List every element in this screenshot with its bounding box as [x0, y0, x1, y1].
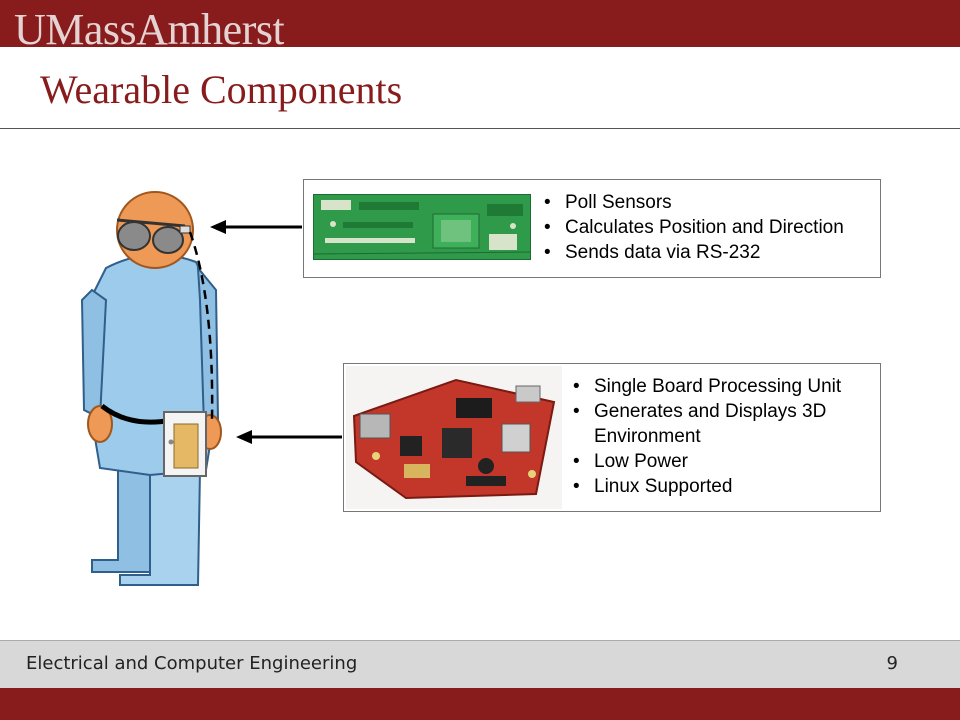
- sensor-board-panel: Poll Sensors Calculates Position and Dir…: [303, 179, 881, 278]
- footer-band: Electrical and Computer Engineering 9: [0, 640, 960, 688]
- umass-amherst-logo: UMassAmherst: [14, 5, 285, 48]
- belt-device-icon: [163, 411, 207, 477]
- header-band: UMassAmherst: [0, 0, 960, 48]
- arrow-to-glasses-icon: [210, 220, 302, 234]
- bottom-band: [0, 688, 960, 720]
- bullet-item: Generates and Displays 3D Environment: [569, 399, 879, 449]
- bullet-item: Sends data via RS-232: [540, 240, 880, 265]
- glasses-icon: [116, 218, 191, 254]
- arrow-to-belt-device-icon: [236, 430, 342, 444]
- wearable-illustration: [80, 191, 342, 586]
- processing-board-bullets: Single Board Processing Unit Generates a…: [569, 374, 879, 499]
- bullet-item: Linux Supported: [569, 474, 879, 499]
- bullet-item: Single Board Processing Unit: [569, 374, 879, 399]
- processing-board-panel: Single Board Processing Unit Generates a…: [343, 363, 881, 512]
- person-icon: [80, 191, 222, 586]
- sensor-board-bullets: Poll Sensors Calculates Position and Dir…: [540, 190, 880, 265]
- bullet-item: Calculates Position and Direction: [540, 215, 880, 240]
- green-pcb-image: [313, 194, 531, 260]
- title-divider: [0, 128, 960, 129]
- page-number: 9: [886, 653, 898, 674]
- footer-department: Electrical and Computer Engineering: [26, 653, 358, 674]
- bullet-item: Low Power: [569, 449, 879, 474]
- bullet-item: Poll Sensors: [540, 190, 880, 215]
- slide-title: Wearable Components: [40, 67, 403, 112]
- red-single-board-computer-image: [346, 366, 562, 509]
